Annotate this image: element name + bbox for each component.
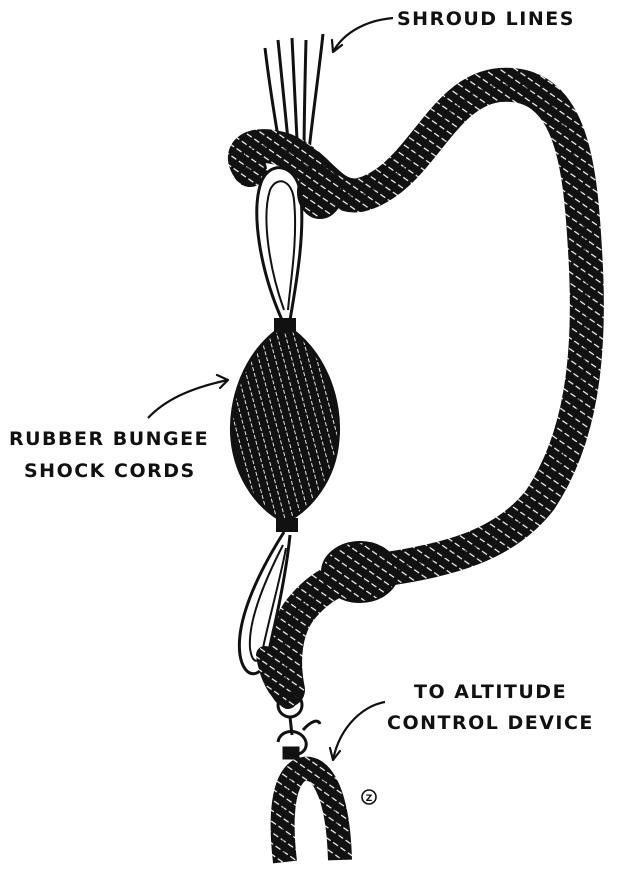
- bungee-bundle: [231, 318, 338, 532]
- bottom-rope-end: [283, 769, 340, 862]
- label-shroud-lines: SHROUD LINES: [397, 10, 575, 29]
- circled-mark: Z: [362, 790, 376, 804]
- rope-wrap-bottom: [322, 542, 398, 602]
- label-shock-cords: SHOCK CORDS: [24, 462, 196, 481]
- label-rubber-bungee: RUBBER BUNGEE: [9, 430, 209, 449]
- label-to-altitude: TO ALTITUDE: [414, 683, 567, 702]
- rope-wrap-top: [298, 166, 342, 218]
- circled-mark-symbol: Z: [366, 794, 373, 804]
- upper-thimble: [257, 168, 302, 320]
- arrow-rubber-bungee: [148, 380, 228, 418]
- arrow-shroud-lines: [333, 18, 393, 52]
- label-control-device: CONTROL DEVICE: [387, 714, 594, 733]
